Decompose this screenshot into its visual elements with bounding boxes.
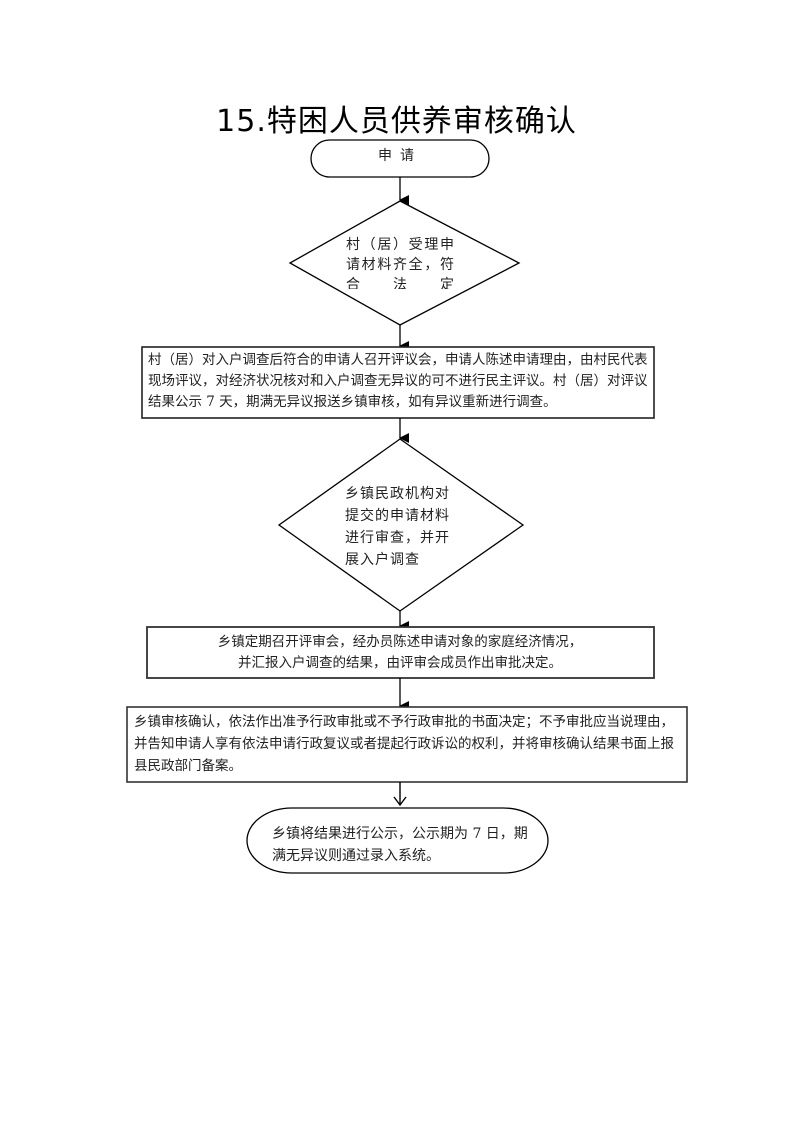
decision-2-label: 乡镇民政机构对提交的申请材料进行审查，并开展入户调查 — [345, 486, 450, 565]
open-arrowhead-icon — [393, 796, 407, 807]
decision-1-label: 村（居）受理申请材料齐全，符合法定 — [346, 237, 454, 289]
page-title: 15.特困人员供养审核确认 — [216, 104, 577, 139]
process-3-shape — [126, 706, 688, 783]
process-2-shape — [146, 626, 655, 679]
process-1-shape — [141, 346, 655, 419]
process-2-line-2: 并汇报入户调查的结果，由评审会成员作出审批决定。 — [238, 655, 562, 671]
process-2-line-1: 乡镇定期召开评审会，经办员陈述申请对象的家庭经济情况， — [217, 634, 583, 650]
end-node-label: 乡镇将结果进行公示，公示期为 7 日，期满无异议则通过录入系统。 — [272, 826, 528, 864]
process-1-label: 村（居）对入户调查后符合的申请人召开评议会，申请人陈述申请理由，由村民代表现场评… — [148, 352, 648, 410]
start-node-label: 申请 — [378, 148, 422, 164]
process-3-label: 乡镇审核确认，依法作出准予行政审批或不予行政审批的书面决定；不予审批应当说理由，… — [134, 714, 674, 774]
process-2-label: 乡镇定期召开评审会，经办员陈述申请对象的家庭经济情况， 并汇报入户调查的结果，由… — [150, 632, 650, 674]
end-terminal-shape — [246, 807, 549, 874]
